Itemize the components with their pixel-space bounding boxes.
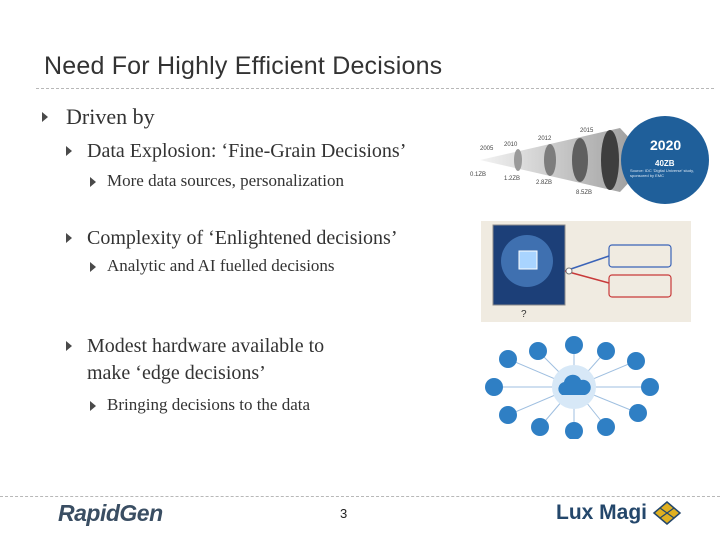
year-label: 2010 — [504, 142, 518, 148]
slide-title: Need For Highly Efficient Decisions — [44, 52, 443, 80]
chip-icon — [518, 250, 538, 270]
size-label: 1.2ZB — [504, 176, 520, 182]
wifi-icon — [629, 404, 647, 422]
growth-caption-wrap: Source: IDC 'Digital Universe' study, sp… — [630, 168, 694, 178]
growth-disc — [572, 138, 588, 182]
bullet-modest-hardware-line1: Modest hardware available to — [87, 335, 325, 357]
decision-branch — [564, 255, 610, 272]
size-label: 8.5ZB — [576, 190, 592, 196]
bullet-bringing: Bringing decisions to the data — [107, 395, 311, 414]
bullet-complexity: Complexity of ‘Enlightened decisions’ — [87, 227, 398, 249]
bullet-driven-by: Driven by — [66, 104, 155, 129]
data-growth-image: 2005 2010 2012 2015 2020 0.1ZB 1.2ZB 2.8… — [460, 100, 712, 210]
bullet-modest-hardware-line2: make ‘edge decisions’ — [87, 362, 266, 384]
bullet-arrow-icon — [42, 112, 48, 122]
user-icon — [565, 422, 583, 440]
year-label: 2015 — [580, 128, 594, 134]
size-label: 2.8ZB — [536, 180, 552, 186]
bullet-arrow-icon — [90, 401, 96, 411]
year-label: 2012 — [538, 136, 552, 142]
bullet-analytic: Analytic and AI fuelled decisions — [107, 256, 335, 275]
gear-icon — [627, 352, 645, 370]
tools-icon — [565, 336, 583, 354]
ai-decision-graphic: ? — [492, 224, 672, 320]
bullet-arrow-icon — [66, 146, 72, 156]
bullet-arrow-icon — [66, 341, 72, 351]
growth-2020-bubble — [621, 116, 709, 204]
decision-outcome-blue — [608, 244, 672, 268]
growth-disc — [514, 149, 522, 171]
growth-caption: Source: IDC 'Digital Universe' study, sp… — [630, 168, 694, 178]
mobile-icon — [531, 418, 549, 436]
data-growth-graphic: 2005 2010 2012 2015 2020 0.1ZB 1.2ZB 2.8… — [470, 116, 709, 204]
gamepad-icon — [499, 406, 517, 424]
size-label-2020: 40ZB — [655, 159, 675, 168]
home-icon — [499, 350, 517, 368]
decision-node — [565, 267, 573, 275]
bullet-more-data: More data sources, personalization — [107, 171, 344, 190]
location-icon — [485, 378, 503, 396]
decision-outcome-red — [608, 274, 672, 298]
size-label: 0.1ZB — [470, 172, 486, 178]
year-label-2020: 2020 — [650, 137, 681, 153]
bulb-icon — [529, 342, 547, 360]
rapidgen-logo: RapidGen — [58, 500, 163, 526]
growth-disc — [601, 130, 619, 190]
cloud-icon — [558, 374, 591, 395]
luxmagi-emblem-icon — [652, 500, 682, 526]
page-number: 3 — [340, 506, 348, 521]
car-icon — [597, 418, 615, 436]
luxmagi-logo: Lux Magi — [556, 501, 648, 524]
luxmagi-emblem-graphic — [652, 501, 682, 525]
question-mark: ? — [521, 309, 527, 320]
iot-edge-image — [478, 335, 678, 440]
decision-branch — [564, 270, 610, 284]
bullet-arrow-icon — [90, 262, 96, 272]
growth-disc — [544, 144, 556, 176]
monitor-icon — [641, 378, 659, 396]
bullet-arrow-icon — [66, 233, 72, 243]
year-label: 2005 — [480, 146, 494, 152]
title-divider — [36, 88, 714, 89]
iot-network-graphic — [485, 336, 659, 440]
phone-icon — [597, 342, 615, 360]
bullet-arrow-icon — [90, 177, 96, 187]
ai-decision-image: ? — [481, 221, 691, 322]
footer-divider — [0, 496, 720, 497]
bullet-data-explosion: Data Explosion: ‘Fine-Grain Decisions’ — [87, 140, 407, 162]
